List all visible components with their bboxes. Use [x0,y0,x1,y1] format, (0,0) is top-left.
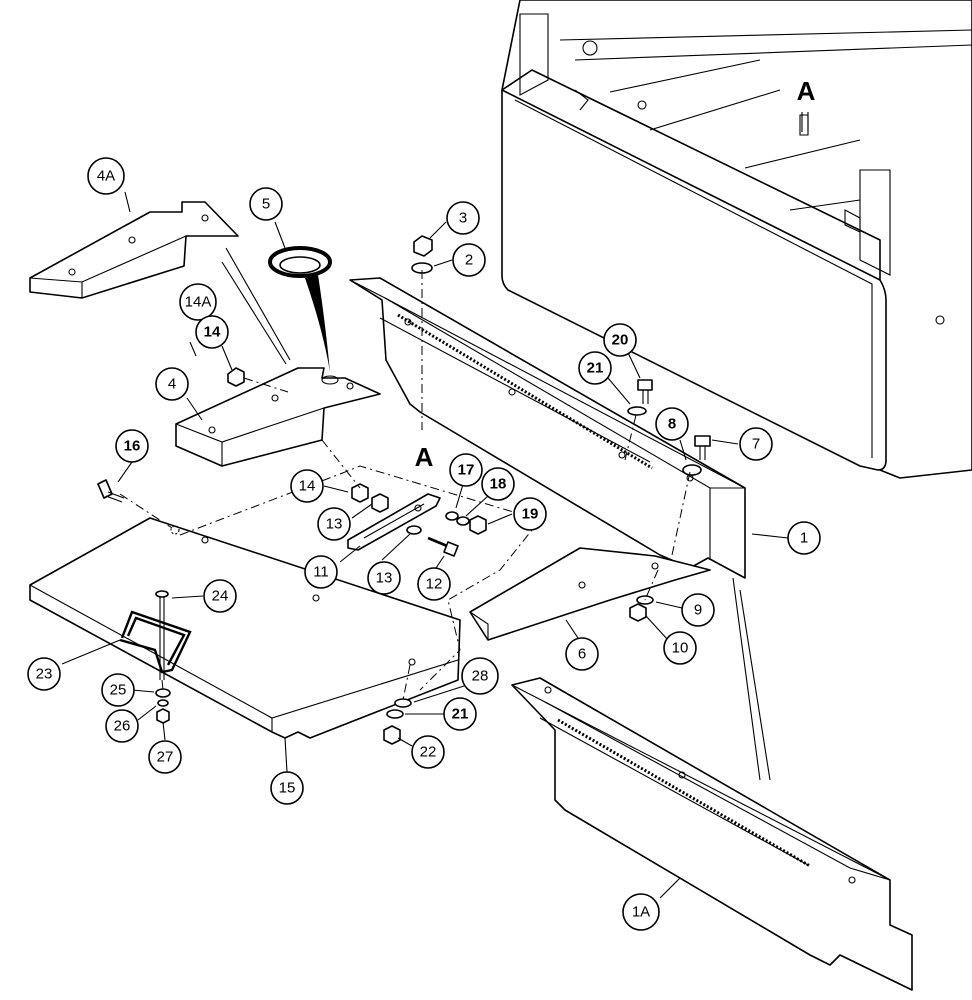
bracket-4 [175,367,381,467]
hardware [97,112,809,745]
callout-label: 8 [668,416,676,433]
callout-label: 1 [800,530,808,547]
callout-label: 2 [465,252,473,269]
callout-label: 3 [459,210,467,227]
section-label: A [415,442,434,472]
callout-2: 2 [452,243,486,277]
callout-label: 15 [279,780,296,797]
callout-label: 19 [522,506,539,523]
callout-14-lower: 14 [290,469,324,503]
callout-4: 4 [155,367,189,401]
callout-label: 14 [299,478,316,495]
callout-label: 10 [672,640,689,657]
callout-label: 20 [612,332,629,349]
callout-label: 5 [262,196,270,213]
callout-1a: 1A [622,893,660,931]
callout-4a: 4A [87,157,125,195]
callout-label: 17 [458,462,475,479]
callout-23: 23 [27,657,61,691]
assembly-lines [119,270,691,701]
callout-10: 10 [663,631,697,665]
callout-label: 14 [204,324,221,341]
callout-26: 26 [105,709,139,743]
callout-17: 17 [449,453,483,487]
callout-label: 22 [420,744,437,761]
callout-3: 3 [446,201,480,235]
callout-28: 28 [461,657,499,695]
callout-label: 28 [472,668,489,685]
callout-label: 12 [426,576,443,593]
callout-label: 4A [97,168,115,185]
channel-1a [511,677,913,991]
callout-label: 6 [578,646,586,663]
section-mark-a-top: A [797,76,816,106]
callout-18: 18 [481,467,515,501]
callout-16: 16 [115,429,149,463]
callout-27: 27 [148,740,182,774]
callout-label: 9 [694,602,702,619]
callout-label: 25 [110,682,127,699]
callout-6: 6 [565,637,599,671]
callout-label: 24 [212,588,229,605]
callout-label: 23 [36,666,53,683]
callout-20: 20 [603,323,637,357]
callout-1: 1 [787,521,821,555]
callout-19: 19 [513,497,547,531]
callout-13-upper: 13 [317,507,351,541]
callout-14-upper: 14 [195,315,229,349]
callout-24: 24 [203,579,237,613]
callouts: 4A 5 3 2 14A 14 4 20 21 8 7 16 14 17 18 … [27,157,821,931]
grommet-5 [268,246,332,372]
callout-11: 11 [304,555,338,589]
callout-label: 11 [313,564,329,581]
callout-7: 7 [739,427,773,461]
callout-14a-group: 14A [179,283,217,321]
leader-lines [61,191,789,899]
callout-label: 21 [587,360,604,377]
callout-25: 25 [101,673,135,707]
projection-lines [221,247,771,781]
callout-label: 13 [326,516,343,533]
callout-22: 22 [411,735,445,769]
plate-6 [469,547,711,641]
callout-label: 18 [490,476,507,493]
callout-label: 27 [157,749,174,766]
callout-21-lower: 21 [443,697,477,731]
callout-label: 21 [452,706,469,723]
machine-body [501,0,972,479]
callout-9: 9 [681,593,715,627]
callout-21-upper: 21 [578,351,612,385]
section-label: A [797,76,816,106]
callout-8: 8 [655,407,689,441]
callout-13-lower: 13 [367,561,401,595]
section-mark-a-middle: A [415,442,434,472]
bracket-4a [29,201,239,299]
callout-label: 16 [124,438,141,455]
callout-15: 15 [270,771,304,805]
callout-label: 7 [752,436,760,453]
callout-label: 13 [376,570,393,587]
callout-label: 4 [168,376,176,393]
callout-label: 26 [114,718,131,735]
callout-label: 14A [185,294,212,311]
callout-12: 12 [417,567,451,601]
callout-5: 5 [249,187,283,221]
callout-label: 1A [632,904,650,921]
